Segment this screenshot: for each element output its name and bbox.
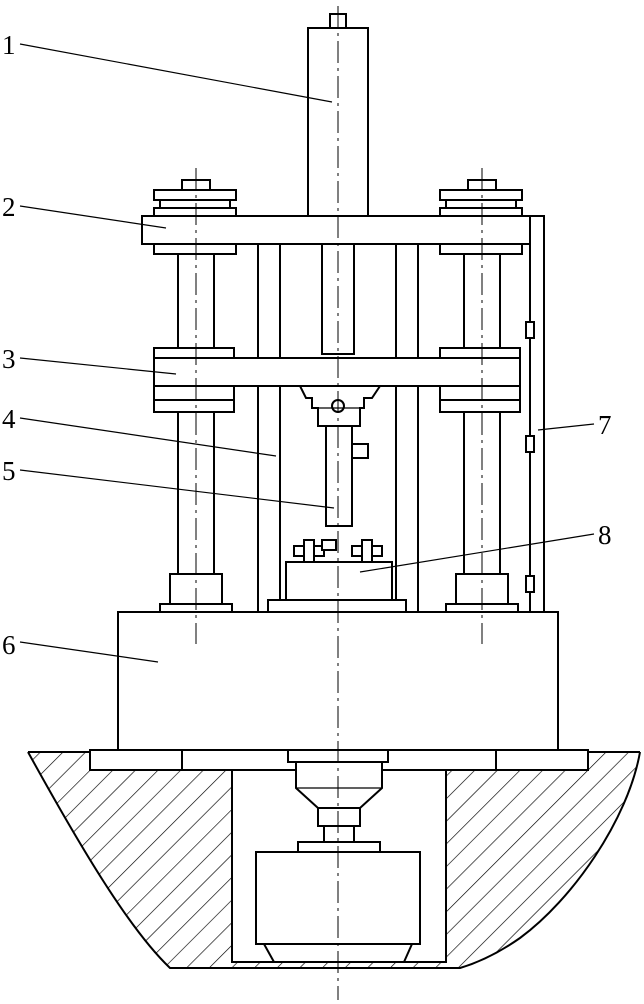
callout-6: 6 (2, 630, 16, 660)
side-scale-bar (525, 215, 545, 613)
ground-hatch (28, 752, 640, 968)
callout-8: 8 (598, 520, 612, 550)
callout-4: 4 (2, 404, 16, 434)
tool-holder (298, 385, 382, 527)
guide-rods (257, 244, 419, 612)
leader-lines (19, 43, 595, 663)
callout-3: 3 (2, 344, 16, 374)
callout-7: 7 (598, 410, 612, 440)
callout-2: 2 (2, 192, 16, 222)
work-fixture (267, 539, 407, 613)
callout-1: 1 (2, 30, 16, 60)
ground-outline (27, 751, 641, 969)
centre-lines (195, 6, 483, 1000)
callout-labels: 1 2 3 4 5 6 7 8 (2, 30, 612, 660)
callout-5: 5 (2, 456, 16, 486)
moving-plate (153, 347, 521, 413)
